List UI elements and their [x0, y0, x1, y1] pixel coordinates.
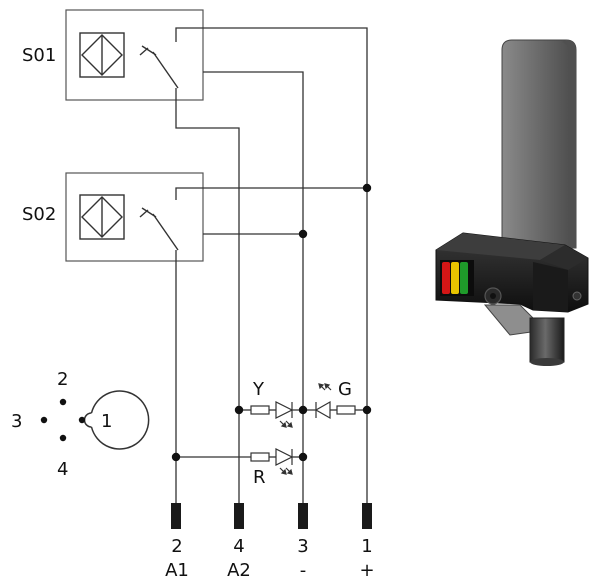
terminal-blocks: [171, 503, 372, 529]
switch-contact-icon: [139, 207, 179, 251]
terminal-signal-label: A2: [227, 560, 251, 581]
terminal-signal-label: +: [359, 560, 375, 581]
connector-pin-label: 1: [101, 411, 113, 432]
junction-dots: [171, 183, 372, 462]
led-label-green: G: [338, 379, 352, 400]
led-label-red: R: [253, 467, 266, 488]
sensor-label-s02: S02: [22, 204, 57, 225]
terminal-pin-label: 3: [297, 536, 309, 557]
terminal-pin-label: 1: [361, 536, 373, 557]
led-yellow: [275, 401, 294, 428]
terminal-signal-label: A1: [165, 560, 189, 581]
led-label-yellow: Y: [253, 379, 264, 400]
proximity-symbol-icon: [79, 32, 125, 78]
connector-face-icon: [40, 390, 150, 450]
light-arrows-icon: [279, 420, 293, 428]
sensor-label-s01: S01: [22, 45, 57, 66]
proximity-symbol-icon: [79, 194, 125, 240]
led-red: [275, 448, 294, 475]
connector-pin-label: 3: [11, 411, 23, 432]
light-arrows-icon: [279, 467, 293, 475]
light-arrows-icon: [318, 383, 332, 391]
wiring: [175, 27, 368, 505]
sensor-s01: [65, 9, 204, 101]
sensor-s02: [65, 172, 204, 262]
connector-pin-label: 4: [57, 459, 69, 480]
resistors: [250, 405, 356, 462]
terminal-pin-label: 4: [233, 536, 245, 557]
sensor-device-image: [435, 39, 589, 366]
switch-contact-icon: [139, 45, 179, 89]
led-green: [314, 383, 332, 420]
terminal-signal-label: -: [299, 560, 307, 581]
terminal-pin-label: 2: [171, 536, 183, 557]
connector-pin-label: 2: [57, 369, 69, 390]
